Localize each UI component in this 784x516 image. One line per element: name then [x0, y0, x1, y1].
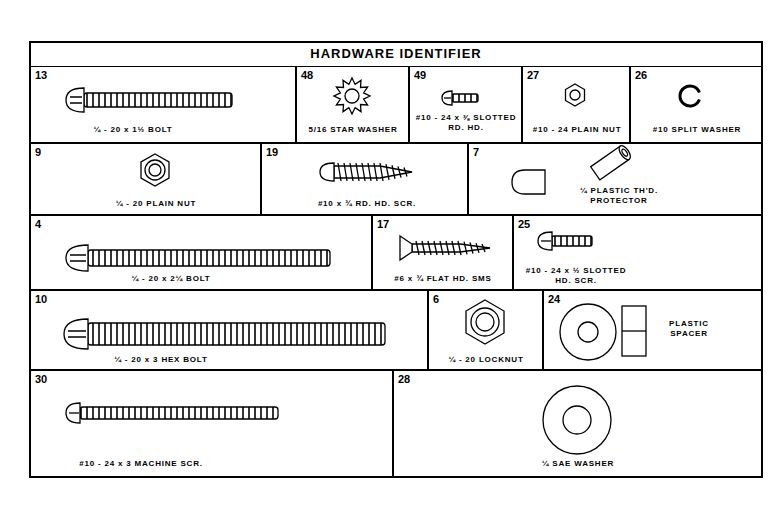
part-label: 5/16 STAR WASHER: [308, 125, 397, 135]
callout-number: 4: [35, 218, 41, 230]
hardware-cell: 6 ¼ - 20 LOCKNUT: [428, 290, 543, 370]
hardware-cell: 4 ¼ - 20 x 2¼ BOLT: [30, 215, 372, 290]
part-label: #10 x ¾ RD. HD. SCR.: [318, 199, 416, 209]
hardware-cell: 30 #10 - 24 x 3 MACHINE SCR.: [30, 370, 393, 477]
callout-number: 26: [635, 69, 647, 81]
hardware-cell: 19 #10 x ¾ RD. HD. SCR.: [261, 143, 468, 215]
sheet-metal-screw-drawing: [400, 236, 490, 260]
part-label: ¼ SAE WASHER: [542, 459, 614, 469]
part-label: #10 - 24 x ½ SLOTTED HD. SCR.: [520, 266, 632, 286]
callout-number: 13: [35, 69, 47, 81]
locknut-drawing: [466, 300, 504, 344]
part-label: #10 - 24 PLAIN NUT: [533, 125, 622, 135]
machine-screw-drawing: [66, 403, 278, 423]
screw-drawing: [442, 91, 478, 105]
callout-number: 48: [301, 69, 313, 81]
callout-number: 17: [377, 218, 389, 230]
part-label: ¼ - 20 LOCKNUT: [448, 355, 523, 365]
part-label: ¼ - 20 x 3 HEX BOLT: [114, 355, 207, 365]
washer-drawing: [543, 386, 611, 454]
part-label: #10 - 24 x ⅜ SLOTTED RD. HD.: [414, 113, 518, 133]
callout-number: 24: [548, 293, 560, 305]
hardware-cell: 24PLASTIC SPACER: [543, 290, 762, 370]
callout-number: 25: [518, 218, 530, 230]
nut-drawing: [141, 154, 169, 186]
callout-number: 30: [35, 373, 47, 385]
callout-number: 6: [433, 293, 439, 305]
screw-drawing: [538, 232, 592, 250]
hardware-cell: 28 ¼ SAE WASHER: [393, 370, 762, 477]
star-washer-drawing: [334, 78, 370, 114]
callout-number: 28: [398, 373, 410, 385]
hardware-cell: 13 ¼ - 20 x 1½ BOLT: [30, 66, 296, 143]
wood-screw-drawing: [320, 163, 412, 181]
outer-frame: [30, 42, 762, 477]
hardware-cell: 17 #6 x ¾ FLAT HD. SMS: [372, 215, 513, 290]
callout-number: 27: [527, 69, 539, 81]
bolt-drawing: [66, 88, 232, 112]
part-label: ¼ PLASTIC TH'D. PROTECTOR: [564, 186, 674, 206]
spacer-drawing: [560, 304, 646, 360]
callout-number: 7: [473, 146, 479, 158]
part-label: ¼ - 20 PLAIN NUT: [116, 199, 196, 209]
hardware-cell: 48 5/16 STAR WASHER: [296, 66, 409, 143]
callout-number: 9: [35, 146, 41, 158]
part-label: #6 x ¾ FLAT HD. SMS: [394, 274, 491, 284]
part-label: #10 - 24 x 3 MACHINE SCR.: [79, 459, 203, 469]
hardware-cell: 49 #10 - 24 x ⅜ SLOTTED RD. HD.: [409, 66, 522, 143]
nut-drawing: [566, 84, 585, 106]
part-label: #10 SPLIT WASHER: [653, 125, 741, 135]
diagram-title: HARDWARE IDENTIFIER: [30, 42, 762, 66]
callout-number: 10: [35, 293, 47, 305]
callout-number: 49: [414, 69, 426, 81]
bolt-drawing: [64, 319, 385, 349]
hardware-cell: 27 #10 - 24 PLAIN NUT: [522, 66, 630, 143]
hardware-cell: 9 ¼ - 20 PLAIN NUT: [30, 143, 261, 215]
split-washer-drawing: [680, 86, 699, 106]
part-label: PLASTIC SPACER: [658, 319, 720, 339]
bolt-drawing: [66, 245, 330, 271]
hardware-cell: 7 ¼ PLASTIC TH'D. PROTECTOR: [468, 143, 762, 215]
hardware-cell: 26 #10 SPLIT WASHER: [630, 66, 762, 143]
hardware-cell: 10 ¼ - 20 x 3 HEX BOLT: [30, 290, 428, 370]
callout-number: 19: [266, 146, 278, 158]
part-label: ¼ - 20 x 2¼ BOLT: [132, 274, 211, 284]
part-label: ¼ - 20 x 1½ BOLT: [94, 125, 173, 135]
hardware-cell: 25 #10 - 24 x ½ SLOTTED HD. SCR.: [513, 215, 762, 290]
